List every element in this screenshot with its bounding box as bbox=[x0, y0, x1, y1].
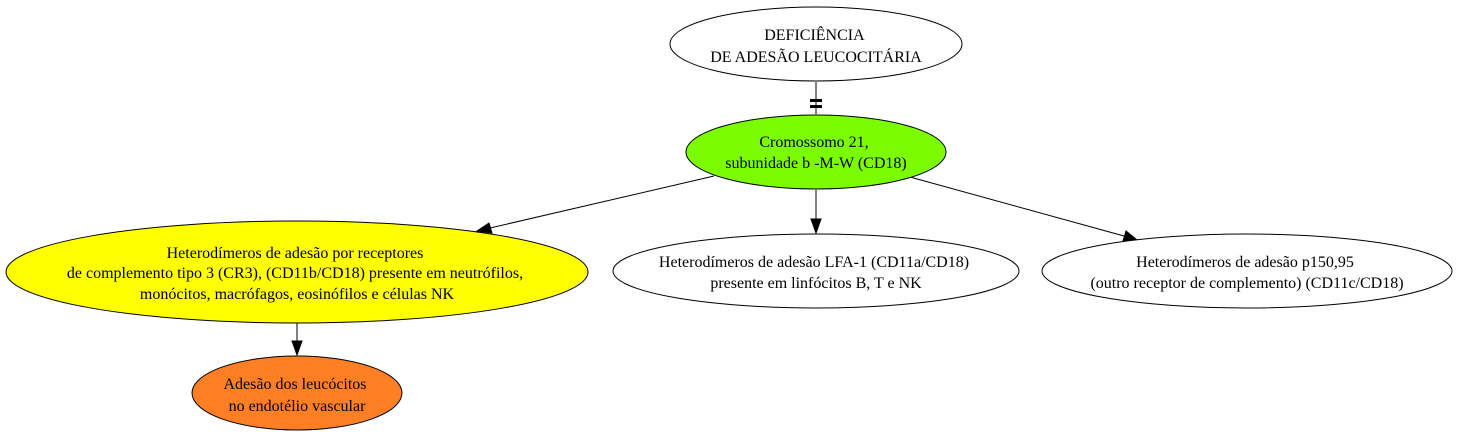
tee-marker bbox=[810, 99, 822, 102]
node-heterodimeros-p150: Heterodímeros de adesão p150,95 (outro r… bbox=[1041, 233, 1453, 309]
node-deficiencia-adesao-leucocitaria: DEFICIÊNCIA DE ADESÃO LEUCOCITÁRIA bbox=[669, 6, 963, 82]
edge-chromosome-p150 bbox=[909, 176, 1139, 242]
node-label-line: subunidade b -M-W (CD18) bbox=[725, 155, 906, 172]
node-label-line: Heterodímeros de adesão p150,95 bbox=[1136, 254, 1354, 271]
edge-cr3-adhesion bbox=[291, 323, 303, 357]
node-label-line: Heterodímeros de adesão por receptores bbox=[167, 245, 424, 262]
node-label-line: Adesão dos leucócitos bbox=[223, 376, 366, 393]
node-heterodimeros-lfa1: Heterodímeros de adesão LFA-1 (CD11a/CD1… bbox=[612, 233, 1020, 309]
node-label-line: DE ADESÃO LEUCOCITÁRIA bbox=[710, 47, 922, 66]
node-label-line: de complemento tipo 3 (CR3), (CD11b/CD18… bbox=[67, 265, 523, 282]
node-label-line: DEFICIÊNCIA bbox=[764, 25, 865, 44]
svg-text:Heterodímeros de adesão p150,9: Heterodímeros de adesão p150,95 (outro r… bbox=[1090, 254, 1403, 292]
tee-marker bbox=[810, 105, 822, 108]
node-cromossomo-21: Cromossomo 21, subunidade b -M-W (CD18) bbox=[685, 114, 947, 190]
edge-chromosome-lfa1 bbox=[810, 190, 822, 235]
node-label-line: monócitos, macrófagos, eosinófilos e cél… bbox=[140, 286, 455, 303]
node-heterodimeros-cr3: Heterodímeros de adesão por receptores d… bbox=[5, 220, 589, 324]
svg-text:Adesão dos leucócitos no: Adesão dos leucócitos no endotélio vascu… bbox=[223, 376, 370, 415]
svg-text:Cromossomo 21, subunidad: Cromossomo 21, subunidade b -M-W (CD18) bbox=[725, 134, 906, 172]
edge-root-chromosome bbox=[810, 82, 822, 114]
svg-text:Heterodímeros de adesão por re: Heterodímeros de adesão por receptores d… bbox=[67, 245, 527, 303]
svg-text:Heterodímeros de adesão LFA-1: Heterodímeros de adesão LFA-1 (CD11a/CD1… bbox=[659, 254, 973, 292]
node-label-line: no endotélio vascular bbox=[229, 398, 367, 415]
node-label-line: (outro receptor de complemento) (CD11c/C… bbox=[1090, 275, 1403, 292]
node-label-line: Heterodímeros de adesão LFA-1 (CD11a/CD1… bbox=[659, 254, 969, 271]
edge-chromosome-cr3 bbox=[475, 175, 715, 234]
node-label-line: presente em linfócitos B, T e NK bbox=[710, 275, 922, 292]
svg-text:DEFICIÊNCIA DE ADESÃO LE: DEFICIÊNCIA DE ADESÃO LEUCOCITÁRIA bbox=[710, 25, 922, 66]
node-adesao-leucocitos: Adesão dos leucócitos no endotélio vascu… bbox=[191, 355, 403, 431]
node-label-line: Cromossomo 21, bbox=[759, 134, 868, 151]
